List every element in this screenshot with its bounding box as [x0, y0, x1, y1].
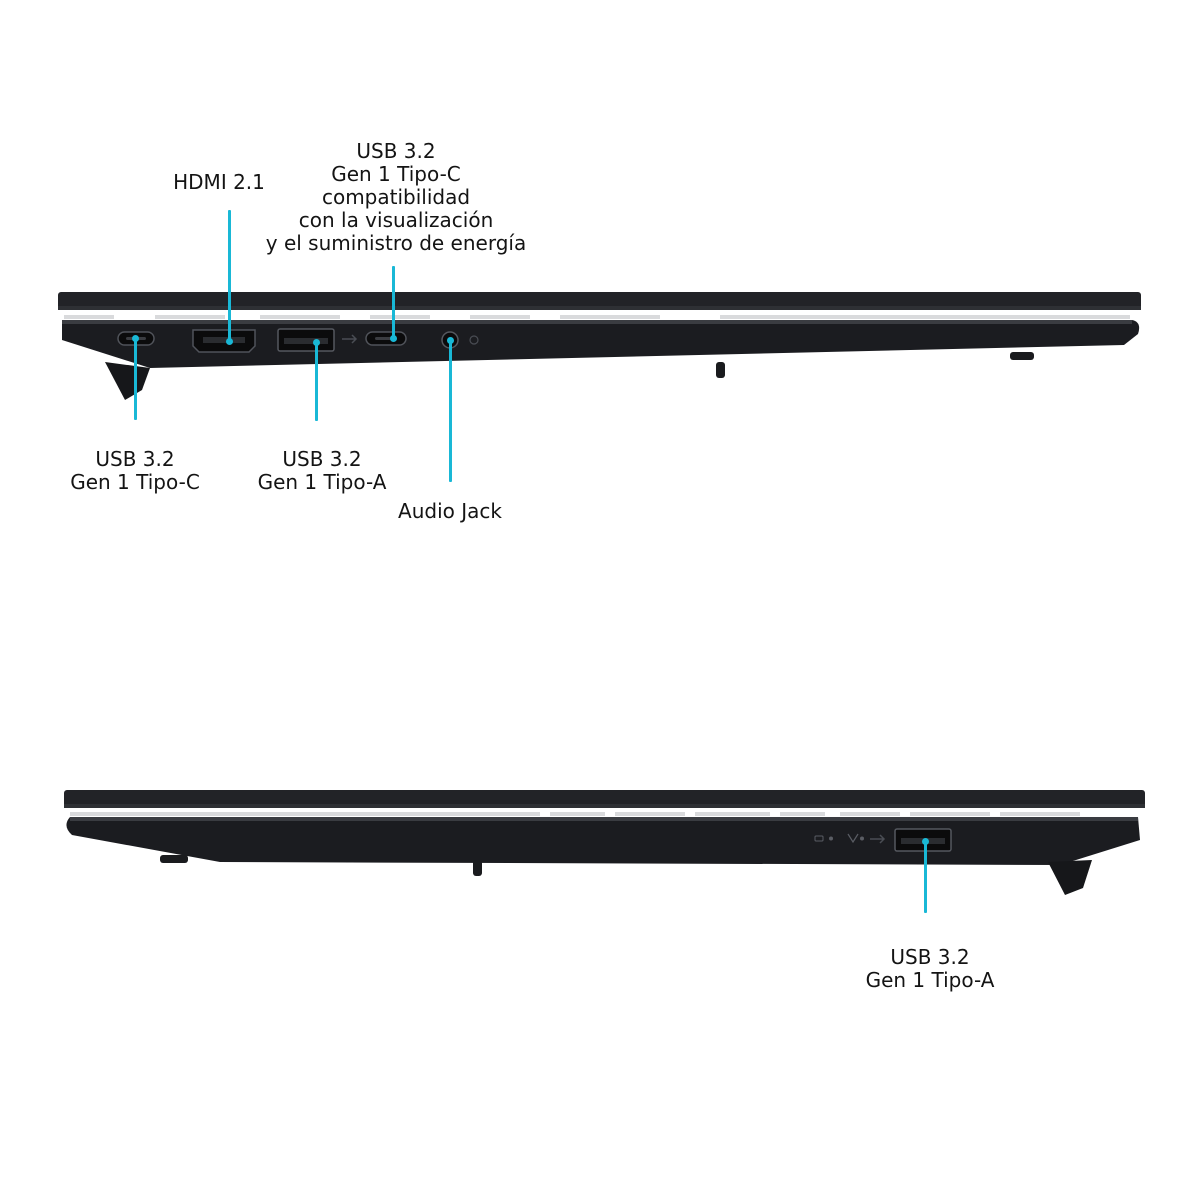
usb-c-port-icon	[365, 331, 407, 346]
laptop-right-side-view	[64, 790, 1145, 895]
callout-line-usbc-1	[134, 338, 137, 420]
label-hdmi: HDMI 2.1	[173, 170, 265, 194]
hdmi-port-icon	[192, 329, 256, 353]
laptop-base	[66, 817, 1140, 865]
laptop-foot-front	[1048, 860, 1092, 895]
callout-line-audio	[449, 342, 452, 482]
callout-line-usba-1	[315, 342, 318, 421]
label-usba-1: USB 3.2 Gen 1 Tipo-A	[257, 447, 387, 494]
usb-a-port-icon	[277, 328, 335, 352]
label-usbc-pd: USB 3.2 Gen 1 Tipo-C compatibilidad con …	[265, 139, 527, 255]
callout-dot-usba-1	[313, 339, 320, 346]
label-usbc-1: USB 3.2 Gen 1 Tipo-C	[70, 447, 200, 494]
callout-dot-audio	[447, 337, 454, 344]
callout-dot-usbc-pd	[390, 335, 397, 342]
callout-line-usba-2	[924, 842, 927, 913]
callout-dot-usbc-1	[132, 335, 139, 342]
label-audio: Audio Jack	[398, 499, 502, 523]
laptop-lid	[64, 790, 1145, 808]
callout-line-usbc-pd	[392, 266, 395, 340]
led-indicator-icon	[847, 833, 864, 844]
laptop-lid	[58, 292, 1141, 310]
laptop-left-side-view	[58, 292, 1141, 400]
hinge-gap-highlights	[70, 812, 1080, 816]
laptop-foot-rear	[716, 362, 725, 378]
led-indicator-icon	[814, 835, 833, 842]
label-usba-2: USB 3.2 Gen 1 Tipo-A	[865, 945, 995, 992]
laptop-foot-front	[105, 362, 150, 400]
callout-dot-usba-2	[922, 838, 929, 845]
callout-dot-hdmi	[226, 338, 233, 345]
hinge-gap-highlights	[64, 315, 1130, 319]
callout-line-hdmi	[228, 210, 231, 342]
laptop-foot-rear	[473, 860, 482, 876]
